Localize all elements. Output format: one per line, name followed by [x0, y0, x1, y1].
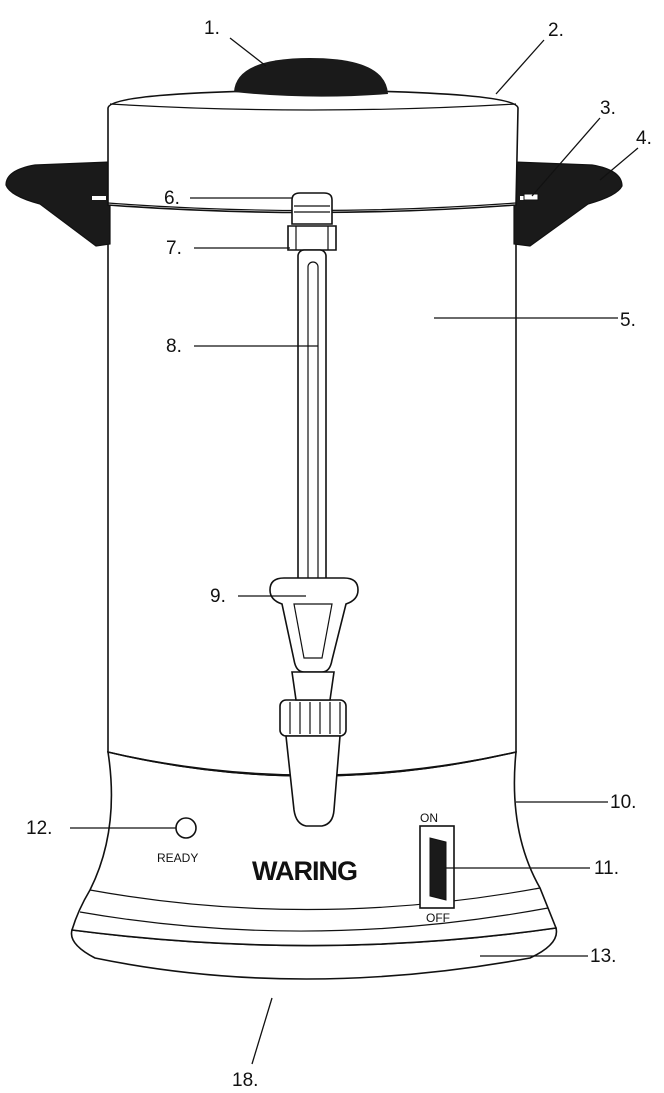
faucet-knurl [289, 702, 341, 734]
callout-7: 7. [166, 238, 182, 259]
callout-8: 8. [166, 336, 182, 357]
lid-top-edge [109, 103, 517, 111]
callout-1: 1. [204, 18, 220, 39]
callout-3: 3. [600, 98, 616, 119]
lid [107, 89, 519, 214]
base-band-line-lower [79, 907, 549, 932]
callout-9: 9. [210, 586, 226, 607]
power-switch-rocker [429, 837, 447, 901]
handle-left [5, 161, 111, 247]
callout-6: 6. [164, 188, 180, 209]
callout-10: 10. [610, 792, 636, 813]
callout-4: 4. [636, 128, 652, 149]
faucet-handle-top [291, 671, 335, 701]
base-band-line [89, 887, 541, 911]
spout-bracket-window [293, 603, 333, 659]
ready-indicator-light [175, 817, 197, 839]
faucet-spout [285, 735, 341, 827]
callout-12: 12. [26, 818, 52, 839]
callout-18: 18. [232, 1070, 258, 1091]
brand-logo: WARING [252, 856, 357, 886]
handle-slot-left [92, 196, 106, 200]
ready-label: READY [157, 851, 198, 865]
lid-locking-pin [523, 193, 539, 201]
gauge-cap [291, 192, 333, 225]
callout-13: 13. [590, 946, 616, 967]
gauge-bracket [287, 225, 337, 251]
handle-right [513, 161, 623, 247]
lid-knob [234, 58, 388, 97]
callout-2: 2. [548, 20, 564, 41]
switch-on-label: ON [420, 811, 438, 825]
gauge-tube [297, 249, 327, 591]
switch-off-label: OFF [426, 911, 450, 925]
spout-bracket [269, 577, 359, 673]
callout-5: 5. [620, 310, 636, 331]
leader-lines [70, 37, 639, 1065]
callout-11: 11. [594, 858, 619, 879]
